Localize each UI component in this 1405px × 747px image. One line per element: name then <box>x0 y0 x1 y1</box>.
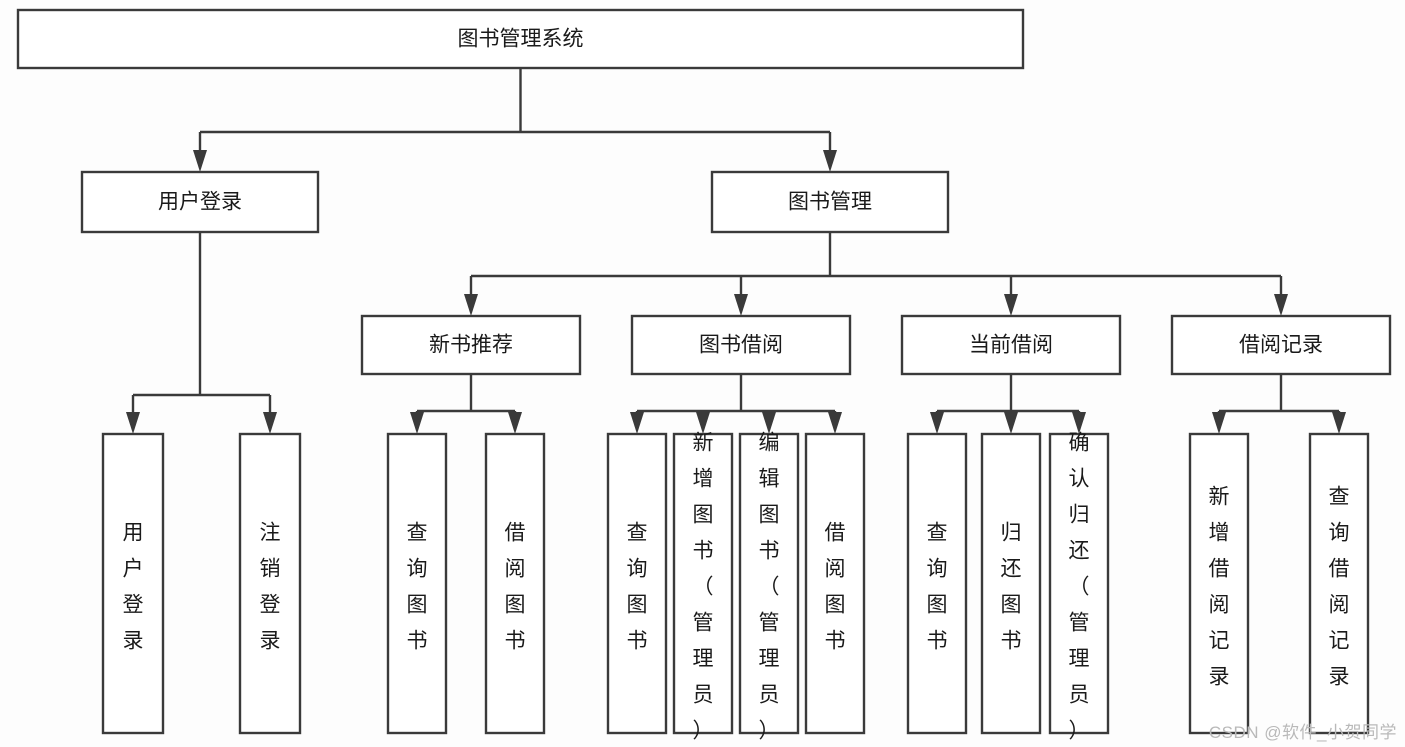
node-leaf-query-record-label: 查询借阅记录 <box>1329 486 1350 689</box>
arrow-head-icon-leaf-0-1 <box>263 412 277 434</box>
arrow-head-icon-level2-0 <box>193 150 207 172</box>
arrow-head-icon-leaf-3-0 <box>930 412 944 434</box>
node-leaf-query-book-borrow-label: 查询图书 <box>627 522 648 653</box>
arrow-head-icon-leaf-3-1 <box>1004 412 1018 434</box>
node-leaf-return-book-rect[interactable] <box>980 432 1042 735</box>
node-leaf-query-book-rec[interactable] <box>386 432 448 735</box>
node-leaf-borrow-book[interactable] <box>804 432 866 735</box>
arrow-head-icon-leaf-2-3 <box>828 412 842 434</box>
node-leaf-logout-label: 注销登录 <box>260 522 281 653</box>
node-leaf-logout-rect[interactable] <box>238 432 302 735</box>
node-leaf-borrow-book-rec-label: 借阅图书 <box>505 522 526 653</box>
node-user-login[interactable] <box>80 170 320 234</box>
arrow-head-icon-level2-1 <box>823 150 837 172</box>
node-leaf-add-record-label: 新增借阅记录 <box>1209 486 1230 689</box>
node-new-book-recommend-label: 新书推荐 <box>429 334 513 357</box>
node-leaf-query-book-current[interactable] <box>906 432 968 735</box>
node-new-book-recommend[interactable] <box>360 314 582 376</box>
node-leaf-query-book-rec-rect[interactable] <box>386 432 448 735</box>
arrow-head-icon-leaf-3-2 <box>1072 412 1086 434</box>
arrow-head-icon-level3-3 <box>1274 294 1288 316</box>
node-leaf-add-record[interactable] <box>1188 432 1250 735</box>
arrow-head-icon-leaf-1-1 <box>508 412 522 434</box>
node-leaf-borrow-book-rec-rect[interactable] <box>484 432 546 735</box>
node-book-borrow-label: 图书借阅 <box>699 334 783 357</box>
node-leaf-borrow-book-label: 借阅图书 <box>825 522 846 653</box>
node-user-login-rect[interactable] <box>80 170 320 234</box>
node-leaf-borrow-book-rec[interactable] <box>484 432 546 735</box>
node-leaf-edit-book[interactable] <box>738 432 800 735</box>
node-current-borrow[interactable] <box>900 314 1122 376</box>
arrow-head-icon-leaf-0-0 <box>126 412 140 434</box>
node-book-manage[interactable] <box>710 170 950 234</box>
node-book-manage-label: 图书管理 <box>788 191 872 214</box>
arrow-head-icon-leaf-4-0 <box>1212 412 1226 434</box>
node-leaf-query-book-current-label: 查询图书 <box>927 522 948 653</box>
node-leaf-user-login[interactable] <box>101 432 165 735</box>
node-root-title[interactable] <box>16 8 1025 70</box>
node-leaf-query-book-borrow-rect[interactable] <box>606 432 668 735</box>
node-leaf-add-book-label: 新增图书（管理员） <box>693 432 714 743</box>
node-current-borrow-rect[interactable] <box>900 314 1122 376</box>
node-leaf-user-login-rect[interactable] <box>101 432 165 735</box>
node-root-title-rect[interactable] <box>16 8 1025 70</box>
node-leaf-query-record-rect[interactable] <box>1308 432 1370 735</box>
node-new-book-recommend-rect[interactable] <box>360 314 582 376</box>
node-leaf-edit-book-rect[interactable] <box>738 432 800 735</box>
node-leaf-query-book-borrow[interactable] <box>606 432 668 735</box>
arrow-head-icon-leaf-1-0 <box>410 412 424 434</box>
node-leaf-query-record[interactable] <box>1308 432 1370 735</box>
node-leaf-add-record-rect[interactable] <box>1188 432 1250 735</box>
arrow-head-icon-leaf-2-1 <box>696 412 710 434</box>
node-borrow-record-rect[interactable] <box>1170 314 1392 376</box>
node-user-login-label: 用户登录 <box>158 191 242 214</box>
node-leaf-query-book-rec-label: 查询图书 <box>407 522 428 653</box>
node-leaf-return-book-label: 归还图书 <box>1001 522 1022 653</box>
node-book-borrow-rect[interactable] <box>630 314 852 376</box>
arrow-head-icon-leaf-2-2 <box>762 412 776 434</box>
arrow-head-icon-level3-0 <box>464 294 478 316</box>
node-leaf-confirm-return-rect[interactable] <box>1048 432 1110 735</box>
node-root-title-label: 图书管理系统 <box>458 28 584 51</box>
node-leaf-confirm-return-label: 确认归还（管理员） <box>1069 432 1090 743</box>
arrow-head-icon-leaf-4-1 <box>1332 412 1346 434</box>
node-book-borrow[interactable] <box>630 314 852 376</box>
node-leaf-add-book-rect[interactable] <box>672 432 734 735</box>
node-leaf-add-book[interactable] <box>672 432 734 735</box>
node-borrow-record[interactable] <box>1170 314 1392 376</box>
node-leaf-user-login-label: 用户登录 <box>123 522 144 653</box>
arrow-head-icon-level3-2 <box>1004 294 1018 316</box>
node-book-manage-rect[interactable] <box>710 170 950 234</box>
arrow-head-icon-level3-1 <box>734 294 748 316</box>
arrow-head-icon-leaf-2-0 <box>630 412 644 434</box>
node-leaf-edit-book-label: 编辑图书（管理员） <box>759 432 780 743</box>
node-leaf-borrow-book-rect[interactable] <box>804 432 866 735</box>
node-borrow-record-label: 借阅记录 <box>1239 334 1323 357</box>
node-leaf-query-book-current-rect[interactable] <box>906 432 968 735</box>
node-leaf-return-book[interactable] <box>980 432 1042 735</box>
node-current-borrow-label: 当前借阅 <box>969 334 1053 357</box>
node-leaf-confirm-return[interactable] <box>1048 432 1110 735</box>
node-leaf-logout[interactable] <box>238 432 302 735</box>
